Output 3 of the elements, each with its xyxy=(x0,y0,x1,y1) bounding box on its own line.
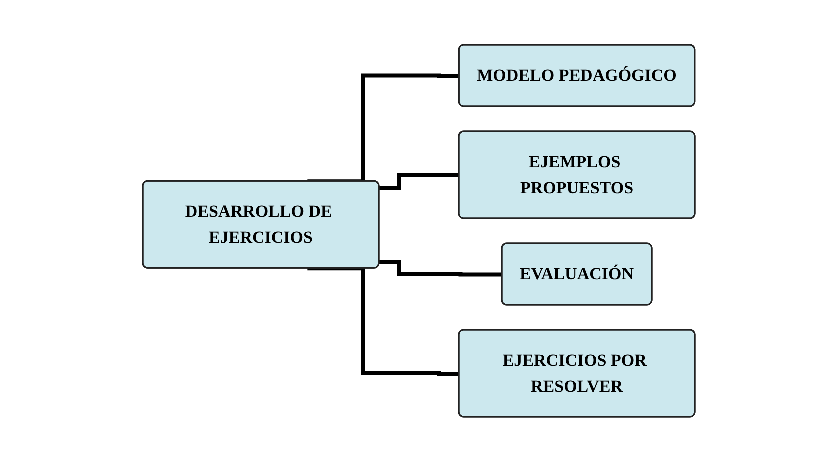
connector xyxy=(379,172,459,190)
connector xyxy=(379,260,502,276)
connector xyxy=(307,266,459,376)
